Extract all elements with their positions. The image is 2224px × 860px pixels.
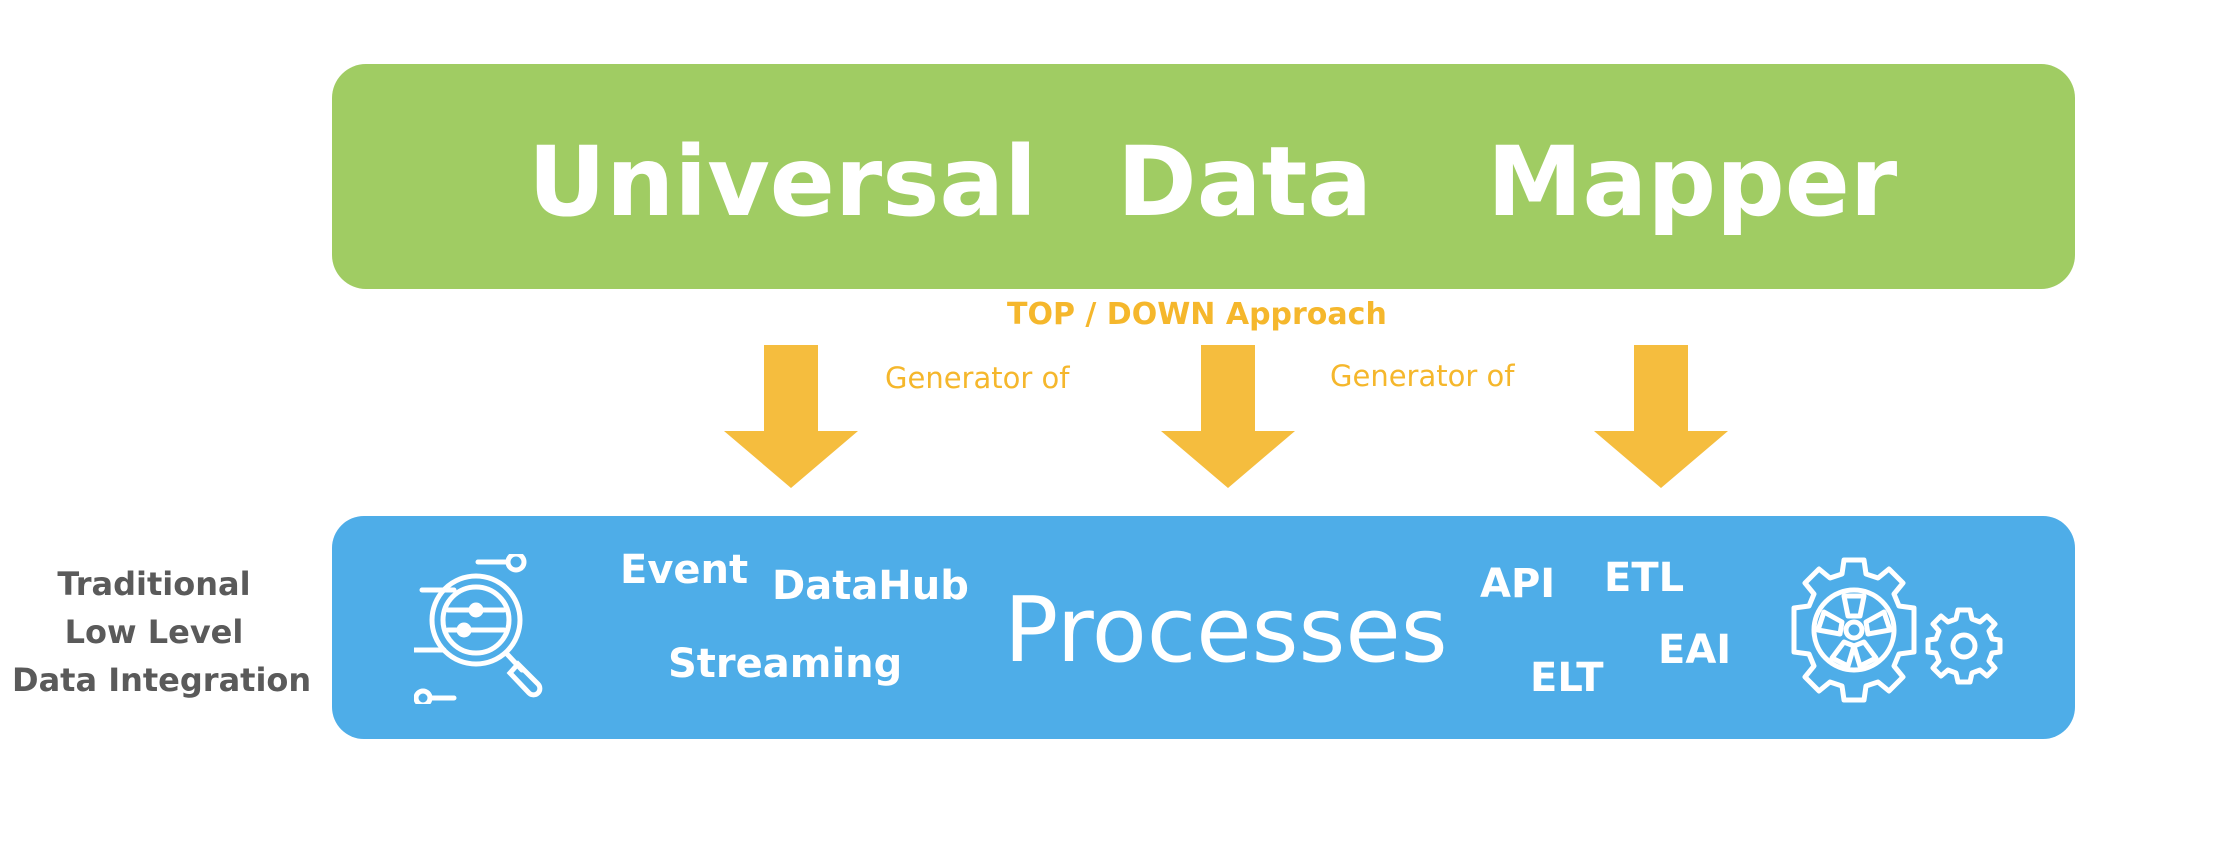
side-label-line: Low Level bbox=[64, 613, 244, 651]
generator-label-right: Generator of bbox=[1330, 359, 1515, 393]
tag-datahub: DataHub bbox=[772, 563, 969, 609]
approach-label: TOP / DOWN Approach bbox=[1007, 297, 1387, 332]
generator-label-left: Generator of bbox=[885, 361, 1070, 395]
tag-elt: ELT bbox=[1530, 655, 1604, 701]
processes-box: Event DataHub Streaming Processes API ET… bbox=[332, 516, 2075, 739]
processes-title: Processes bbox=[1004, 578, 1448, 683]
tag-streaming: Streaming bbox=[668, 641, 903, 687]
tag-event: Event bbox=[620, 547, 749, 593]
down-arrow-icon bbox=[1161, 345, 1295, 488]
universal-data-mapper-box: Universal Data Mapper bbox=[332, 64, 2075, 289]
side-label-line: Data Integration bbox=[12, 661, 312, 699]
tag-api: API bbox=[1480, 561, 1556, 607]
tag-etl: ETL bbox=[1604, 555, 1685, 601]
gears-icon bbox=[1778, 550, 2008, 715]
tag-eai: EAI bbox=[1658, 627, 1732, 673]
magnifier-settings-icon bbox=[411, 551, 564, 709]
side-label-line: Traditional bbox=[57, 565, 251, 603]
title-word-universal: Universal bbox=[528, 126, 1038, 238]
traditional-integration-label: Traditional Low Level Data Integration bbox=[12, 560, 312, 704]
title-word-mapper: Mapper bbox=[1487, 126, 1898, 238]
title-word-data: Data bbox=[1117, 126, 1373, 238]
down-arrow-icon bbox=[1594, 345, 1728, 488]
down-arrow-icon bbox=[724, 345, 858, 488]
